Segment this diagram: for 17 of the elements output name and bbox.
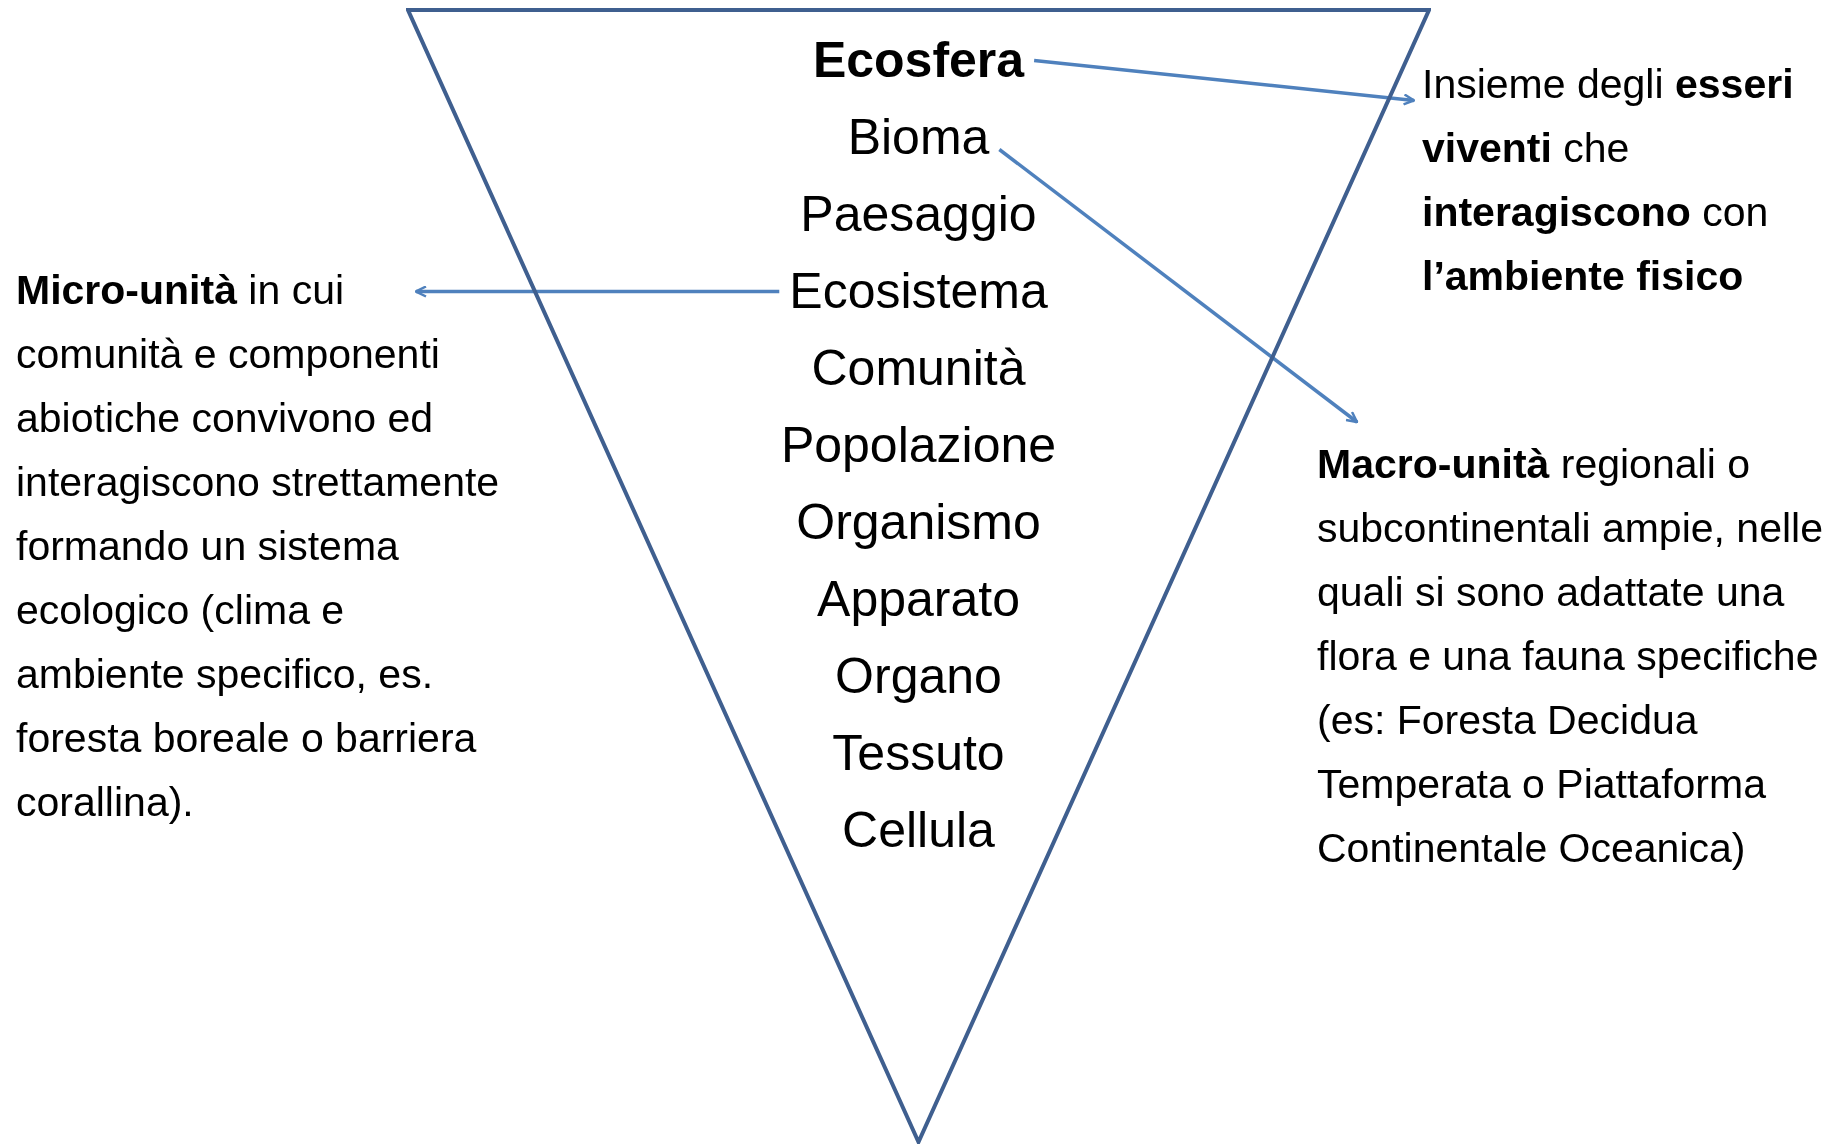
level-label: Apparato xyxy=(817,572,1020,627)
arrow xyxy=(1033,58,1416,106)
description-text: Macro-unità regionali o subcontinentali ampie, nelle quali si sono adattate una flora e una fauna specifiche (es: Foresta Decidua Temperata o Piattaforma Continentale Oceanica) xyxy=(1317,432,1842,880)
level-label: Organismo xyxy=(796,495,1041,550)
level-label: Tessuto xyxy=(832,726,1005,781)
level-label: Comunità xyxy=(811,341,1026,396)
description-text: Micro-unità in cui comunità e componenti abiotiche convivono ed interagiscono strettamente formando un sistema ecologico (clima e ambiente specifico, es. foresta boreale o barriera corallina). xyxy=(16,258,506,834)
level-label: Popolazione xyxy=(780,418,1057,473)
level-label: Organo xyxy=(835,649,1002,704)
level-label: Ecosistema xyxy=(789,264,1048,319)
level-label: Cellula xyxy=(842,803,995,858)
level-label: Bioma xyxy=(847,110,990,165)
level-label: Ecosfera xyxy=(812,33,1025,88)
arrow xyxy=(998,148,1359,424)
level-label: Paesaggio xyxy=(800,187,1037,242)
arrow xyxy=(414,285,780,298)
description-text: Insieme degli esseri viventi che interagiscono con l’ambiente fisico xyxy=(1422,52,1842,308)
